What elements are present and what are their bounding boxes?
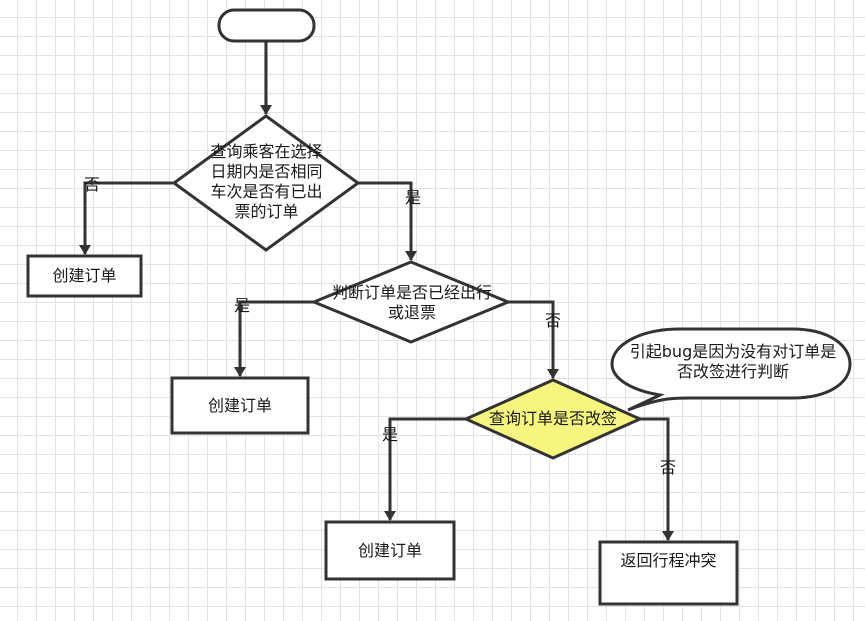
decision-check-status	[310, 260, 512, 344]
create-order-3-text: 创建订单	[357, 541, 422, 560]
callout-text: 引起bug是因为没有对订单是否改签进行判断	[629, 342, 837, 381]
create-order-1-text: 创建订单	[52, 266, 117, 285]
edge-label-no-3: 否	[659, 458, 676, 477]
decision-check-tickets-text: 查询乘客在选择日期内是否相同车次是否有已出票的订单	[210, 142, 323, 221]
return-conflict-box	[598, 540, 739, 606]
create-order-box-3	[324, 520, 456, 581]
decision-check-tickets	[171, 114, 361, 252]
edge-decision3-no	[640, 417, 674, 541]
edge-decision3-yes	[384, 417, 466, 521]
decision-check-rebook	[462, 378, 644, 460]
edge-label-yes-3: 是	[381, 425, 398, 444]
edge-decision2-no	[508, 300, 559, 379]
return-conflict-text: 返回行程冲突	[620, 551, 717, 570]
decision-check-rebook-text: 查询订单是否改签	[488, 409, 617, 428]
edge-decision2-yes	[234, 300, 314, 377]
edge-label-yes-2: 是	[233, 296, 250, 315]
edge-label-yes-1: 是	[404, 188, 421, 207]
edge-decision1-no	[79, 181, 174, 255]
decision-check-status-text: 判断订单是否已经出行或退票	[332, 283, 493, 322]
edge-decision1-yes	[358, 181, 417, 261]
create-order-2-text: 创建订单	[207, 396, 272, 415]
create-order-box-2	[170, 376, 310, 435]
create-order-box-1	[26, 254, 143, 298]
callout-bubble	[610, 327, 852, 412]
edge-label-no-2: 否	[544, 311, 561, 330]
start-terminator	[217, 8, 316, 43]
edge-label-no-1: 否	[83, 175, 100, 194]
